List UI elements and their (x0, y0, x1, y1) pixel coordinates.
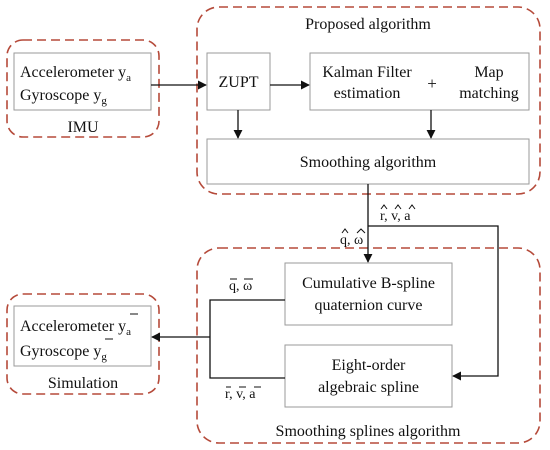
eighth-order-line1: Eight-order (332, 357, 406, 374)
bspline-box (284, 262, 453, 326)
label-hat-q-omega: q, ω (340, 233, 363, 248)
kalman-line2: estimation (334, 85, 401, 102)
arrow-smoothing-to-eighth-order (368, 225, 499, 381)
hat-marks-r-v-a (380, 204, 416, 210)
map-matching-line1: Map (474, 64, 503, 81)
eighth-order-box (284, 344, 453, 408)
proposed-algorithm-title: Proposed algorithm (305, 16, 431, 33)
bspline-line1: Cumulative B-spline (302, 275, 435, 292)
simulation-group-title: Simulation (48, 375, 118, 392)
smoothing-algorithm-label: Smoothing algorithm (300, 154, 437, 171)
zupt-box (206, 52, 271, 111)
kalman-map-box (309, 52, 530, 111)
imu-group-title: IMU (67, 119, 99, 136)
simulation-group (6, 293, 160, 395)
line-bspline-to-simulation (209, 299, 285, 337)
simulation-sensors-box (13, 305, 152, 367)
plus-sign: + (427, 74, 437, 93)
imu-gyroscope-label: Gyroscope yg (20, 87, 107, 107)
kalman-line1: Kalman Filter (322, 64, 412, 81)
zupt-label: ZUPT (219, 74, 259, 91)
imu-sensors-box (13, 52, 152, 111)
imu-accelerometer-label: Accelerometer ya (20, 64, 131, 84)
smoothing-splines-title: Smoothing splines algorithm (276, 423, 461, 440)
label-hat-r-v-a: r, v, a (380, 209, 411, 224)
eighth-order-line2: algebraic spline (318, 379, 419, 396)
bspline-line2: quaternion curve (315, 297, 423, 314)
smoothing-splines-group (196, 247, 541, 444)
smoothing-algorithm-box (206, 138, 530, 185)
sim-gyroscope-label: Gyroscope yg (20, 343, 107, 363)
imu-group (6, 39, 160, 138)
sim-accelerometer-label: Accelerometer ya (20, 318, 131, 338)
hat-marks-q-omega (341, 228, 366, 234)
line-eighth-order-to-simulation (209, 337, 285, 379)
label-bar-q-omega: q, ω (229, 279, 252, 294)
map-matching-line2: matching (459, 85, 519, 102)
label-bar-r-v-a: r, v, a (225, 387, 256, 402)
